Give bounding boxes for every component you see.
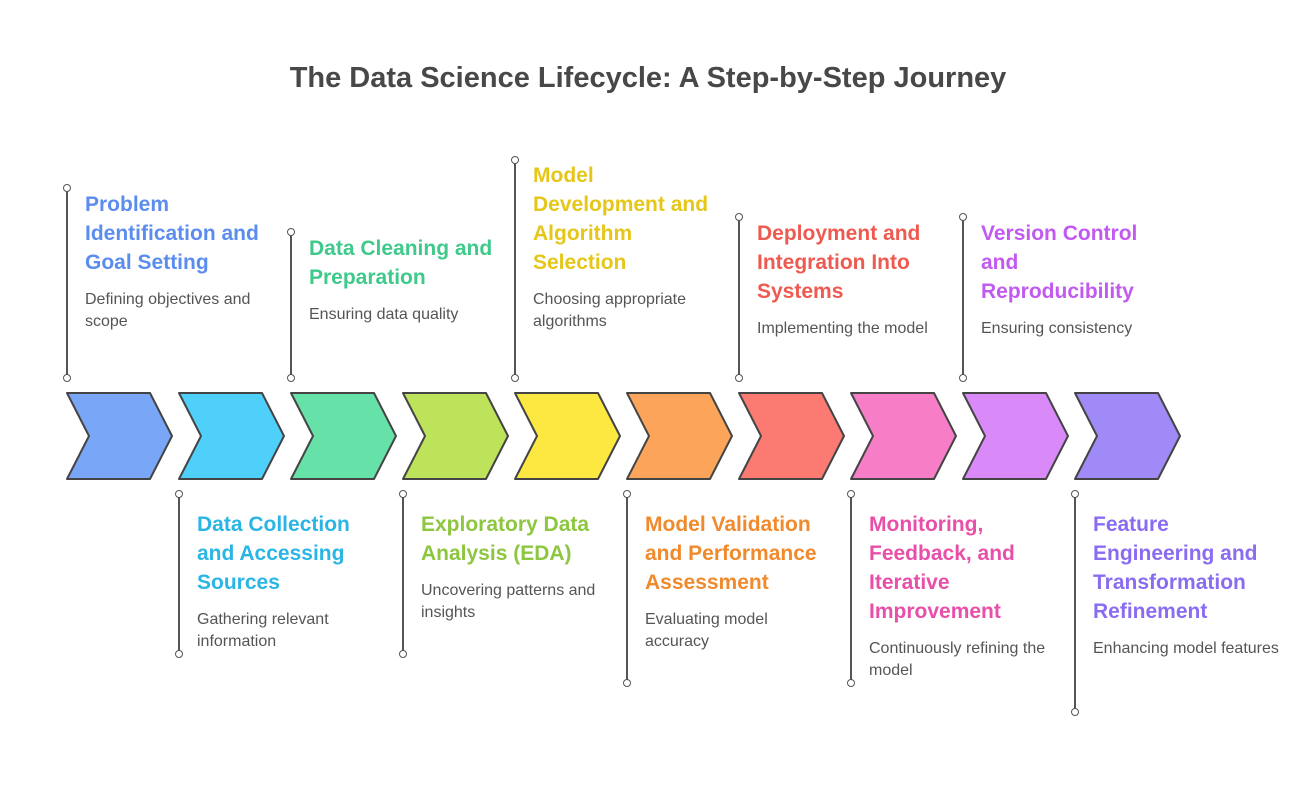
connector-dot [286, 228, 295, 236]
connector-dot [286, 374, 295, 382]
step-description: Implementing the model [757, 320, 928, 337]
connector-line [626, 494, 628, 683]
connector-line [850, 494, 852, 683]
chevron-step-2 [178, 392, 285, 480]
connector-dot [62, 374, 71, 382]
step-text: Exploratory Data Analysis (EDA) Uncoveri… [421, 510, 611, 624]
step-title: Problem Identification and Goal Setting [85, 193, 259, 274]
connector-dot [510, 374, 519, 382]
chevron-step-3 [290, 392, 397, 480]
step-title: Monitoring, Feedback, and Iterative Impr… [869, 513, 1015, 623]
step-text: Problem Identification and Goal Setting … [85, 190, 275, 333]
connector-dot [846, 490, 855, 498]
step-description: Continuously refining the model [869, 640, 1046, 679]
step-text: Feature Engineering and Transformation R… [1093, 510, 1283, 660]
step-description: Enhancing model features [1093, 640, 1279, 657]
step-description: Defining objectives and scope [85, 291, 251, 330]
step-text: Monitoring, Feedback, and Iterative Impr… [869, 510, 1059, 682]
connector-line [66, 188, 68, 378]
chevron-step-8 [850, 392, 957, 480]
step-title: Deployment and Integration Into Systems [757, 222, 921, 303]
step-description: Uncovering patterns and insights [421, 582, 596, 621]
connector-dot [398, 490, 407, 498]
step-description: Evaluating model accuracy [645, 611, 768, 650]
step-text: Data Collection and Accessing Sources Ga… [197, 510, 387, 653]
chevron-step-6 [626, 392, 733, 480]
step-title: Data Collection and Accessing Sources [197, 513, 350, 594]
step-description: Ensuring consistency [981, 320, 1133, 337]
step-description: Gathering relevant information [197, 611, 329, 650]
chevron-step-9 [962, 392, 1069, 480]
connector-line [1074, 494, 1076, 712]
connector-dot [174, 490, 183, 498]
step-text: Data Cleaning and Preparation Ensuring d… [309, 234, 499, 326]
connector-dot [398, 650, 407, 658]
connector-dot [1070, 490, 1079, 498]
step-title: Version Control and Reproducibility [981, 222, 1138, 303]
chevron-step-10 [1074, 392, 1181, 480]
connector-dot [958, 374, 967, 382]
connector-line [738, 217, 740, 378]
connector-dot [62, 184, 71, 192]
connector-line [178, 494, 180, 654]
step-description: Ensuring data quality [309, 306, 459, 323]
connector-line [962, 217, 964, 378]
connector-dot [622, 490, 631, 498]
step-title: Data Cleaning and Preparation [309, 237, 493, 289]
chevron-step-1 [66, 392, 173, 480]
step-description: Choosing appropriate algorithms [533, 291, 686, 330]
diagram-title: The Data Science Lifecycle: A Step-by-St… [289, 62, 1007, 94]
step-title: Feature Engineering and Transformation R… [1093, 513, 1258, 623]
step-text: Deployment and Integration Into Systems … [757, 219, 947, 340]
chevron-step-5 [514, 392, 621, 480]
connector-dot [174, 650, 183, 658]
chevron-step-7 [738, 392, 845, 480]
connector-dot [846, 679, 855, 687]
connector-dot [734, 374, 743, 382]
connector-line [402, 494, 404, 654]
chevron-step-4 [402, 392, 509, 480]
connector-dot [1070, 708, 1079, 716]
connector-line [290, 232, 292, 378]
connector-dot [510, 156, 519, 164]
step-text: Model Validation and Performance Assessm… [645, 510, 835, 653]
step-title: Exploratory Data Analysis (EDA) [421, 513, 590, 565]
connector-dot [734, 213, 743, 221]
step-text: Model Development and Algorithm Selectio… [533, 161, 723, 333]
connector-line [514, 160, 516, 378]
connector-dot [622, 679, 631, 687]
step-title: Model Development and Algorithm Selectio… [533, 164, 709, 274]
connector-dot [958, 213, 967, 221]
step-title: Model Validation and Performance Assessm… [645, 513, 817, 594]
step-text: Version Control and Reproducibility Ensu… [981, 219, 1171, 340]
